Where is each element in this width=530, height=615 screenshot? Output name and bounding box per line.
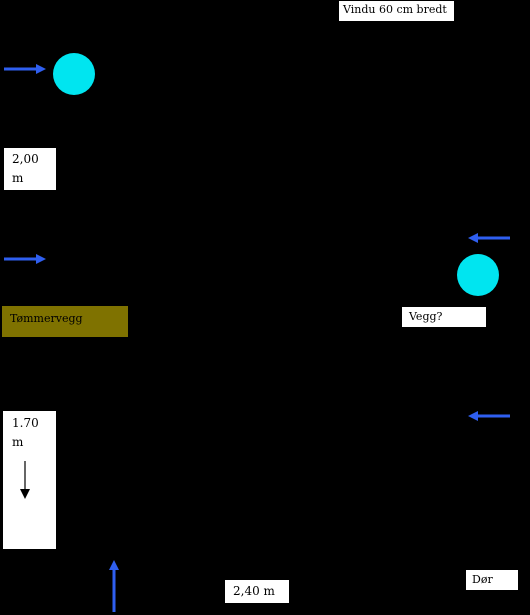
height-1-70-label: 1.70 m: [12, 416, 39, 449]
arrow-right-icon-top: [4, 64, 46, 74]
log-wall-label: Tømmervegg: [10, 312, 83, 325]
width-2-40-label: 2,40 m: [225, 580, 289, 603]
door-label: Dør: [466, 570, 518, 590]
arrow-left-icon-lower: [468, 411, 510, 421]
marker-circle-top-left: [53, 53, 95, 95]
height-1-70-box: 1.70 m: [3, 411, 56, 549]
marker-circle-right: [457, 254, 499, 296]
wall-question-label: Vegg?: [402, 307, 486, 327]
arrow-left-icon-upper: [468, 233, 510, 243]
log-wall-block: Tømmervegg: [2, 306, 128, 337]
height-2-00-label: 2,00 m: [4, 148, 56, 190]
arrow-up-icon: [109, 560, 119, 612]
arrow-right-icon-middle: [4, 254, 46, 264]
down-arrow-icon: [20, 461, 30, 499]
window-width-label: Vindu 60 cm bredt: [339, 1, 454, 21]
